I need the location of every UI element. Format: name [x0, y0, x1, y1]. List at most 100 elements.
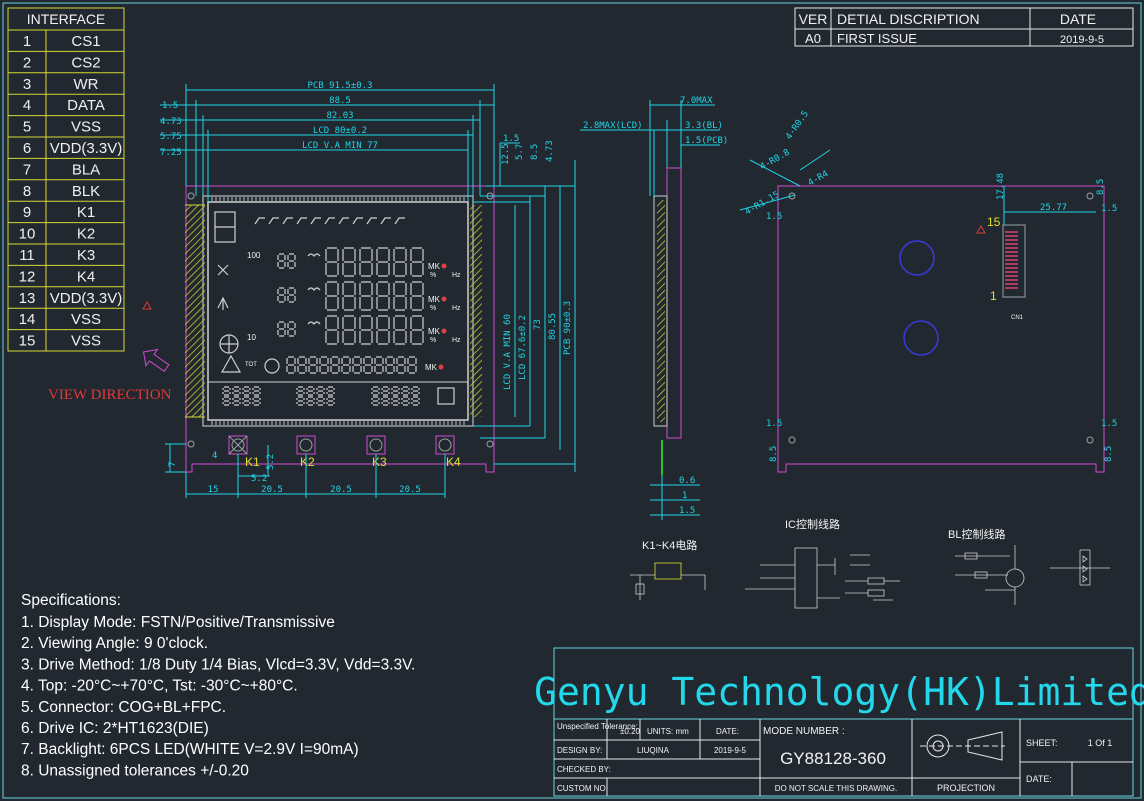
tb-noscale: DO NOT SCALE THIS DRAWING. [775, 784, 898, 793]
interface-pin-number: 5 [23, 119, 31, 136]
warning-icon [220, 354, 242, 373]
marker-triangle-icon [142, 300, 152, 310]
interface-pin-number: 12 [19, 268, 36, 285]
dim-back-r0-5: 4-R0.5 [784, 109, 811, 141]
rev-ver-header: VER [799, 11, 828, 27]
lcd-unit-mk-2: MK [428, 295, 441, 304]
interface-pin-signal: K3 [77, 247, 95, 264]
dim-pcb-width: PCB 91.5±0.3 [307, 81, 372, 91]
spec-line: 4. Top: -20°C~+70°C, Tst: -30°C~+80°C. [21, 678, 298, 695]
key-k3-label: K3 [372, 455, 387, 469]
dim-right-5-7: 5.7 [515, 144, 525, 160]
tb-tol-value: ±0.20 [620, 727, 641, 736]
pin-15-label: 15 [987, 215, 1001, 229]
interface-pin-number: 9 [23, 204, 31, 221]
lcd-tot-label: TOT [245, 362, 257, 368]
doc-icon [437, 387, 455, 405]
tb-sheet-label: SHEET: [1026, 738, 1058, 748]
dim-side-1: 1 [682, 491, 687, 501]
dim-bottom-20-5-b: 20.5 [330, 485, 352, 495]
dim-bottom-4: 4 [212, 451, 217, 461]
antenna-icon [217, 296, 229, 310]
dim-bottom-5-2-b: 5.2 [266, 454, 276, 470]
dim-right-4-73: 4.73 [545, 140, 555, 162]
interface-pin-number: 15 [19, 333, 36, 350]
interface-pin-signal: VDD(3.3V) [50, 290, 123, 307]
interface-pin-number: 8 [23, 183, 31, 200]
spec-line: 8. Unassigned tolerances +/-0.20 [21, 762, 249, 779]
interface-pin-number: 13 [19, 290, 36, 307]
interface-pin-number: 3 [23, 76, 31, 93]
projection-symbol-icon [920, 731, 1005, 761]
front-dimensions-bottom: 15 20.5 20.5 20.5 5.2 5.2 7 4 [165, 443, 446, 498]
left-hatch [185, 205, 205, 417]
spec-line: 3. Drive Method: 1/8 Duty 1/4 Bias, Vlcd… [21, 656, 415, 673]
rev-desc-value: FIRST ISSUE [837, 31, 917, 46]
right-hatch [470, 205, 482, 417]
pin-marker-icon [976, 224, 986, 234]
revision-table: VER DETIAL DISCRIPTION DATE A0 FIRST ISS… [794, 7, 1134, 47]
view-direction-arrow [142, 348, 170, 373]
interface-pin-signal: CS1 [71, 33, 100, 50]
interface-pin-number: 11 [19, 247, 35, 264]
interface-pin-number: 6 [23, 140, 31, 157]
front-dimensions-right: LCD V.A MIN 60 LCD 67.6±0.2 73 80.55 PCB… [473, 134, 576, 472]
side-view: 7.0MAX 2.8MAX(LCD) 3.3(BL) 1.5(PCB) 0.6 … [580, 96, 728, 520]
spec-line: 5. Connector: COG+BL+FPC. [21, 699, 226, 716]
dim-left-1-5: 1.5 [162, 101, 178, 111]
dim-bottom-20-5-a: 20.5 [261, 485, 283, 495]
lcd-unit-mk-4: MK [425, 363, 438, 372]
tb-design-date: 2019-9-5 [714, 746, 747, 755]
dim-left-7-25: 7.25 [160, 148, 182, 158]
circuit-bl-title: BL控制线路 [948, 527, 1005, 541]
tb-date-label: DATE: [716, 727, 739, 736]
lcd-unit-pct-2: % [430, 305, 436, 312]
tools-icon [217, 264, 229, 276]
interface-pin-signal: WR [74, 76, 99, 93]
spec-line: 7. Backlight: 6PCS LED(WHITE V=2.9V I=90… [21, 741, 359, 758]
interface-pin-signal: VSS [71, 119, 101, 136]
company-name: Genyu Technology(HK)Limited [534, 670, 1144, 714]
dim-left-5-75: 5.75 [160, 132, 182, 142]
dim-pcb-height: PCB 90±0.3 [563, 301, 573, 355]
interface-pin-number: 7 [23, 161, 31, 178]
interface-pin-signal: VSS [71, 311, 101, 328]
rev-date-header: DATE [1060, 11, 1096, 27]
lcd-unit-hz-2: Hz [452, 305, 461, 312]
lcd-unit-hz-1: Hz [452, 272, 461, 279]
rev-date-value: 2019-9-5 [1060, 34, 1104, 46]
back-view: 15 1 CN1 17.48 25.77 1.5 8.5 1.5 1.5 1.5… [739, 109, 1117, 473]
dim-side-bl: 3.3(BL) [685, 121, 723, 131]
interface-pin-signal: BLA [72, 161, 100, 178]
interface-pin-signal: K4 [77, 268, 95, 285]
lcd-percent-label: 100 [247, 251, 261, 260]
dim-73: 73 [533, 319, 543, 330]
dim-88-5: 88.5 [329, 96, 351, 106]
tb-mode-label: MODE NUMBER : [763, 726, 845, 737]
lcd-unit-mk-1: MK [428, 262, 441, 271]
interface-pin-number: 10 [19, 226, 36, 243]
lcd-unit-mk-3: MK [428, 327, 441, 336]
circuit-keys-title: K1~K4电路 [642, 539, 697, 552]
spec-line: 6. Drive IC: 2*HT1623(DIE) [21, 720, 209, 737]
dim-lcd-va-width: LCD V.A MIN 77 [302, 141, 378, 151]
dim-bottom-7: 7 [168, 462, 178, 467]
dim-side-7max: 7.0MAX [680, 96, 713, 106]
dim-back-8-5-br: 8.5 [1104, 446, 1114, 462]
dim-back-1-5-tr: 1.5 [1101, 204, 1117, 214]
dim-back-25-77: 25.77 [1040, 203, 1067, 213]
dim-back-1-5-br: 1.5 [1101, 419, 1117, 429]
tb-projection: PROJECTION [937, 783, 995, 793]
tb-units: UNITS: mm [647, 727, 689, 736]
interface-pin-signal: CS2 [71, 54, 100, 71]
interface-pin-signal: VSS [71, 333, 101, 350]
interface-pin-signal: K1 [77, 204, 95, 221]
interface-pin-signal: BLK [72, 183, 100, 200]
key-k2-label: K2 [300, 455, 315, 469]
interface-pin-number: 2 [23, 54, 31, 71]
dim-right-12-5: 12.5 [501, 143, 511, 165]
dim-side-lcd: 2.8MAX(LCD) [583, 121, 643, 131]
dim-back-8-5-tr: 8.5 [1096, 179, 1106, 195]
